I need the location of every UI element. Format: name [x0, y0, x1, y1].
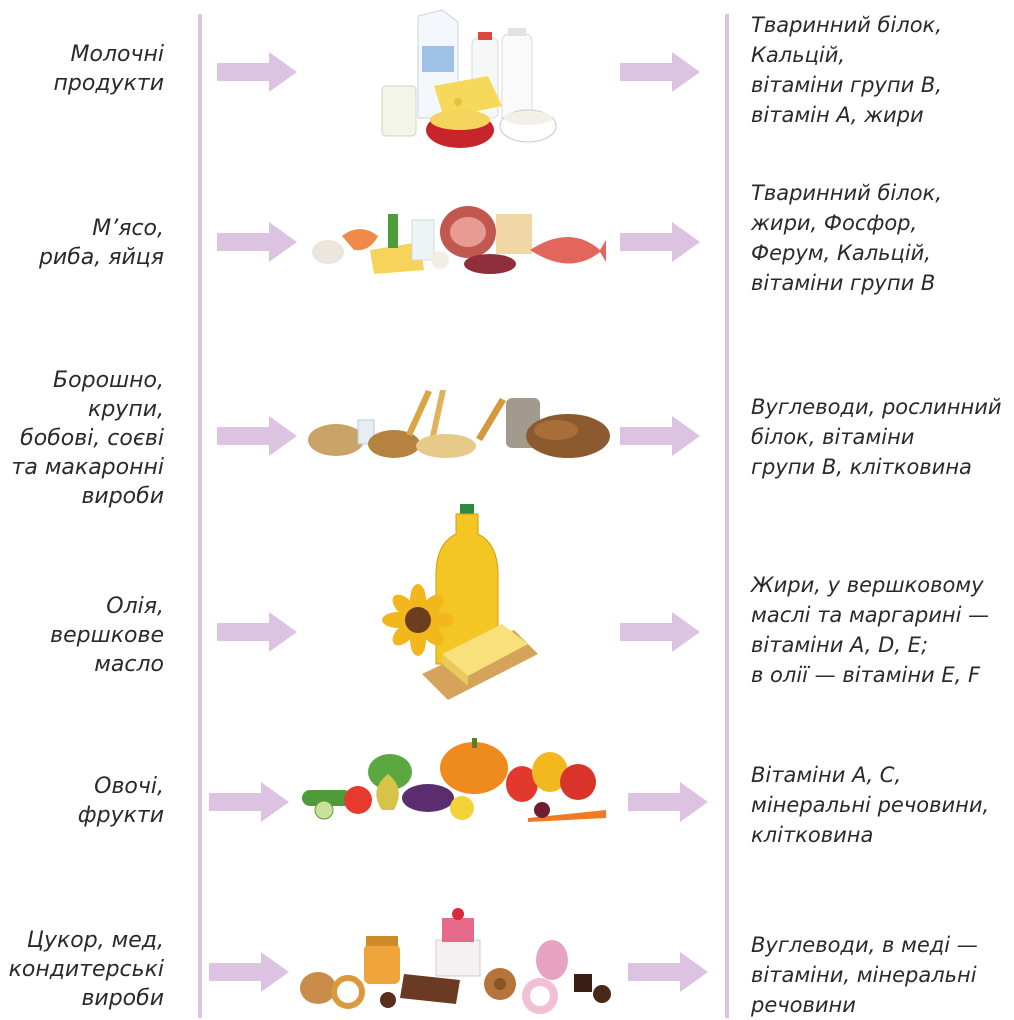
arrow-to-image — [217, 52, 297, 92]
arrow-to-nutrients — [620, 612, 700, 652]
meat-fish-eggs-image — [312, 206, 606, 274]
arrow-to-nutrients — [620, 222, 700, 262]
food-group-label: Олія, вершкове масло — [50, 594, 164, 677]
food-row-sweets: Цукор, мед, кондитерські вироби Вуглевод… — [0, 890, 1014, 1020]
nutrients-text: Вуглеводи, в меді — вітаміни, мінеральні… — [751, 933, 978, 1017]
food-group-label: Овочі, фрукти — [77, 774, 164, 828]
food-group-label: Борошно, крупи, бобові, соєві та макарон… — [11, 368, 164, 509]
food-group-label: Молочні продукти — [53, 42, 164, 96]
arrow-to-image — [209, 782, 289, 822]
nutrients-text: Вуглеводи, рослинний білок, вітаміни гру… — [751, 395, 1002, 479]
sweets-image — [300, 908, 611, 1014]
dairy-products-image — [381, 9, 557, 148]
vegetables-fruits-image — [302, 738, 606, 822]
food-row-grains: Борошно, крупи, бобові, соєві та макарон… — [0, 340, 1014, 520]
arrow-to-image — [217, 222, 297, 262]
grains-bread-image — [308, 390, 610, 458]
oil-butter-image — [382, 504, 538, 700]
food-group-label: Цукор, мед, кондитерські вироби — [8, 928, 164, 1011]
nutrients-text: Вітаміни А, С, мінеральні речовини, кліт… — [751, 763, 990, 847]
arrow-to-nutrients — [628, 952, 708, 992]
food-row-dairy: Молочні продукти Тваринний білок, Кальці… — [0, 0, 1014, 160]
food-row-oil: Олія, вершкове масло Жири, у вершковому … — [0, 504, 1014, 720]
arrow-to-image — [217, 612, 297, 652]
nutrients-text: Тваринний білок, Кальцій, вітаміни групи… — [751, 13, 942, 127]
arrow-to-nutrients — [620, 52, 700, 92]
right-divider-line — [725, 14, 729, 1018]
food-group-label: М’ясо, риба, яйця — [38, 216, 164, 270]
arrow-to-nutrients — [628, 782, 708, 822]
nutrients-text: Жири, у вершковому маслі та маргарині — … — [751, 573, 990, 687]
arrow-to-image — [217, 416, 297, 456]
left-divider-line — [198, 14, 202, 1018]
arrow-to-nutrients — [620, 416, 700, 456]
food-row-vegetables: Овочі, фрукти Вітаміни А, С, мінеральні … — [0, 720, 1014, 890]
arrow-to-image — [209, 952, 289, 992]
food-row-meat: М’ясо, риба, яйця Тваринний білок, жири,… — [0, 160, 1014, 340]
nutrients-text: Тваринний білок, жири, Фосфор, Ферум, Ка… — [751, 181, 942, 295]
